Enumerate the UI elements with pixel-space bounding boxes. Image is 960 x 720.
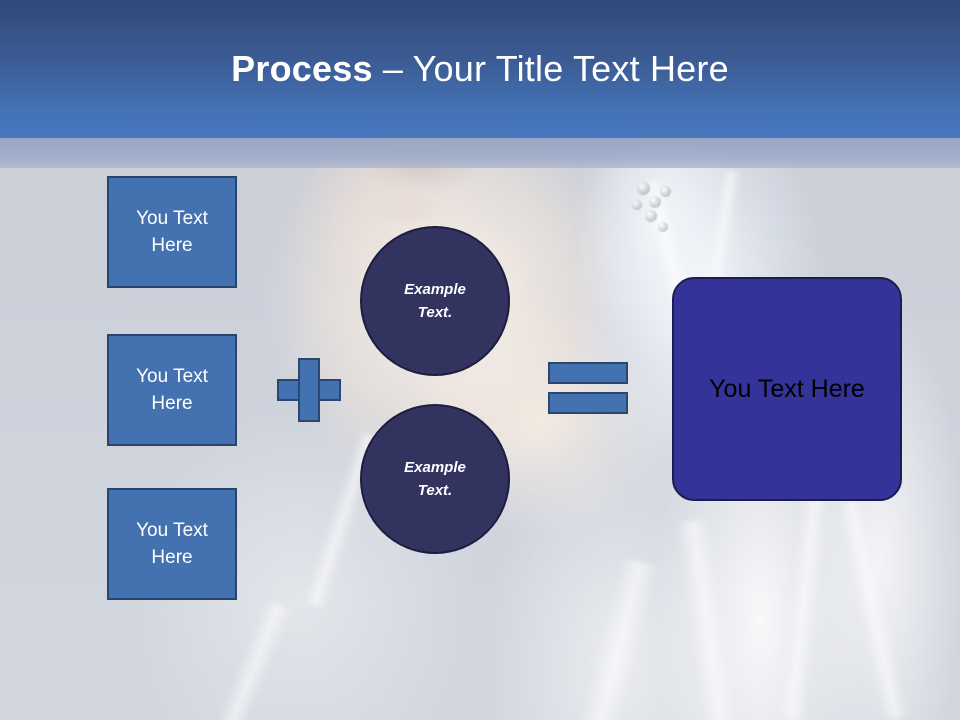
veil-streak [675,518,739,720]
page-title-strong: Process [231,48,373,89]
plus-center-fill [300,381,318,399]
example-circle-2-text: Example Text. [404,456,466,502]
title-bar [0,0,960,138]
pearl-bead-icon [632,200,642,210]
pearl-bead-icon [645,210,657,222]
input-box-3[interactable]: You Text Here [107,488,237,600]
equals-bottom-bar [548,392,628,414]
example-circle-1[interactable]: Example Text. [360,226,510,376]
example-circle-2-line1: Example [404,459,466,476]
input-box-2-line1: You Text [136,366,208,387]
result-box[interactable]: You Text Here [672,277,902,501]
input-box-2-line2: Here [151,393,193,414]
input-box-1-line2: Here [151,235,193,256]
title-underband [0,138,960,168]
example-circle-1-line1: Example [404,281,466,298]
veil-streak [580,557,660,720]
example-circle-2-line2: Text. [417,482,453,499]
input-box-1-text: You Text Here [136,205,208,259]
example-circle-1-text: Example Text. [404,278,466,324]
equals-icon [548,362,628,414]
pearl-bead-icon [649,196,661,208]
pearl-bead-icon [658,222,668,232]
input-box-3-line2: Here [151,547,193,568]
input-box-3-text: You Text Here [136,517,208,571]
plus-icon [277,358,341,422]
pearl-bead-icon [637,182,650,195]
input-box-1-line1: You Text [136,208,208,229]
example-circle-1-line2: Text. [417,304,453,321]
veil-streak [837,499,909,720]
veil-streak [216,599,294,720]
pearl-bead-icon [660,186,671,197]
page-title-rest: – Your Title Text Here [372,48,729,89]
result-box-label: You Text Here [709,375,865,403]
input-box-1[interactable]: You Text Here [107,176,237,288]
example-circle-2[interactable]: Example Text. [360,404,510,554]
input-box-2[interactable]: You Text Here [107,334,237,446]
input-box-3-line1: You Text [136,520,208,541]
equals-top-bar [548,362,628,384]
input-box-2-text: You Text Here [136,363,208,417]
page-title: Process – Your Title Text Here [0,47,960,91]
veil-streak [777,479,831,720]
